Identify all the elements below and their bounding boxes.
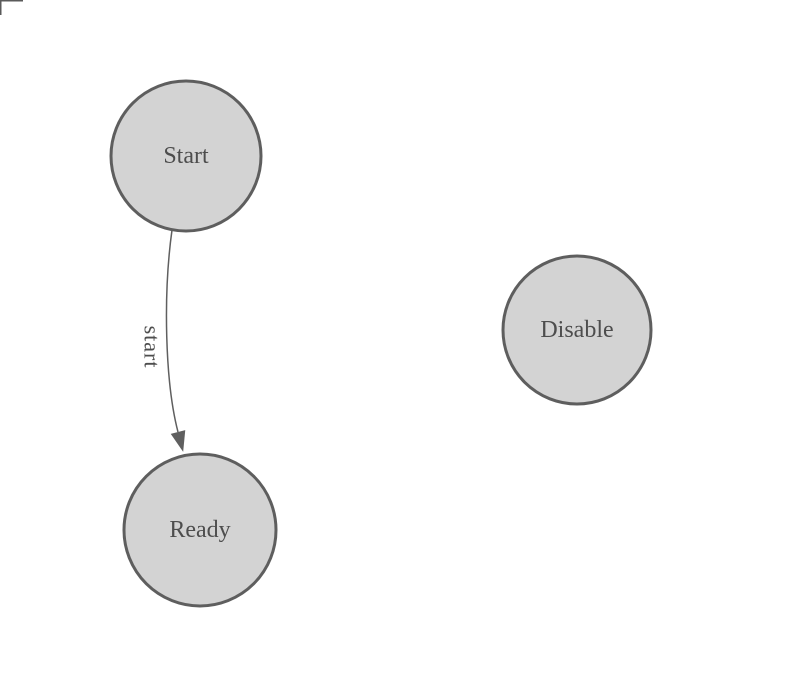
canvas-origin-corner-icon: [0, 0, 23, 15]
transition-edge-line[interactable]: [165, 229, 186, 452]
state-label-disable: Disable: [540, 317, 613, 343]
state-circle-start[interactable]: [109, 79, 263, 233]
state-node-start[interactable]: Start: [109, 79, 263, 233]
state-node-ready[interactable]: Ready: [122, 452, 278, 608]
state-node-disable[interactable]: Disable: [501, 254, 653, 406]
state-circle-disable[interactable]: [501, 254, 653, 406]
state-label-ready: Ready: [169, 517, 230, 543]
state-circle-ready[interactable]: [122, 452, 278, 608]
edge-start-to-ready[interactable]: start: [140, 229, 186, 452]
transition-edge-label: start: [140, 326, 165, 369]
state-label-start: Start: [163, 143, 209, 169]
